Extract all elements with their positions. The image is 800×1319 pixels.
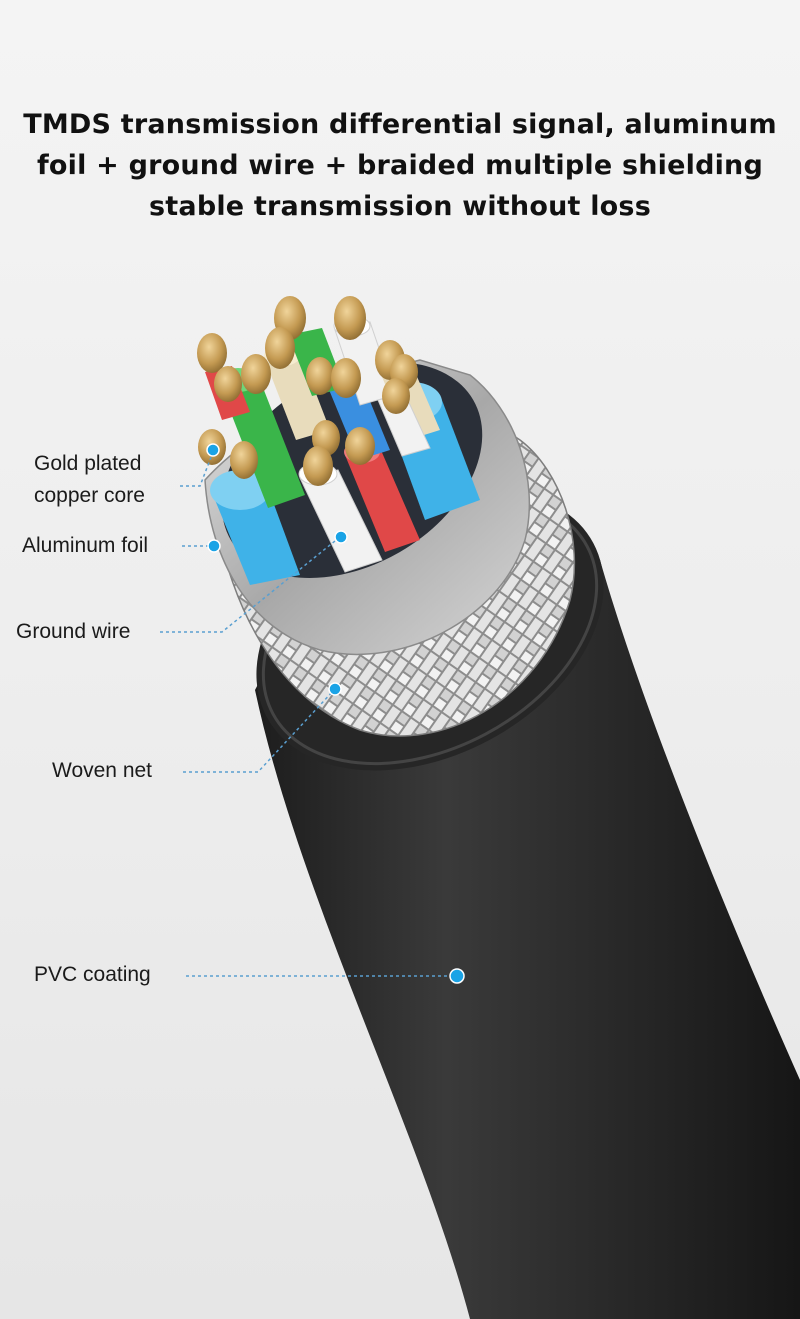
copper-core-tips (197, 296, 418, 486)
callout-dots (206, 443, 465, 984)
callout-dot-woven (328, 682, 342, 696)
copper-tip (334, 296, 366, 340)
copper-tip (265, 327, 295, 369)
leader-line-core (180, 451, 214, 487)
callout-label-foil: Aluminum foil (22, 534, 149, 557)
wire-red-right (345, 448, 420, 552)
leader-line-ground (160, 536, 341, 633)
callout-dot-core (206, 443, 220, 457)
wire-cream-top (265, 352, 330, 440)
callout-dot-foil (207, 539, 221, 553)
copper-tip (303, 446, 333, 486)
callout-label-woven: Woven net (52, 759, 153, 782)
callout-label-core: Gold plated copper core (34, 448, 145, 512)
callout-dot-ground (334, 530, 348, 544)
copper-tip (331, 358, 361, 398)
headline-line-1: TMDS transmission differential signal, a… (23, 109, 777, 140)
copper-tip (306, 357, 334, 395)
callout-dot-pvc (449, 968, 465, 984)
copper-tip (241, 354, 271, 394)
copper-tip (197, 333, 227, 373)
callout-label-core-line-2: copper core (34, 484, 145, 507)
headline-line-2: foil + ground wire + braided multiple sh… (36, 150, 764, 181)
leader-line-woven (183, 689, 335, 773)
headline: TMDS transmission differential signal, a… (0, 104, 800, 227)
copper-tip (345, 427, 375, 465)
headline-line-3: stable transmission without loss (149, 191, 651, 222)
copper-tip (230, 441, 258, 479)
callout-label-ground: Ground wire (16, 620, 131, 643)
copper-tip (382, 378, 410, 414)
wire-blue-large-left-end (210, 470, 270, 510)
copper-tip (214, 366, 242, 402)
callout-label-pvc: PVC coating (34, 963, 151, 986)
callout-label-core-line-1: Gold plated (34, 452, 142, 475)
